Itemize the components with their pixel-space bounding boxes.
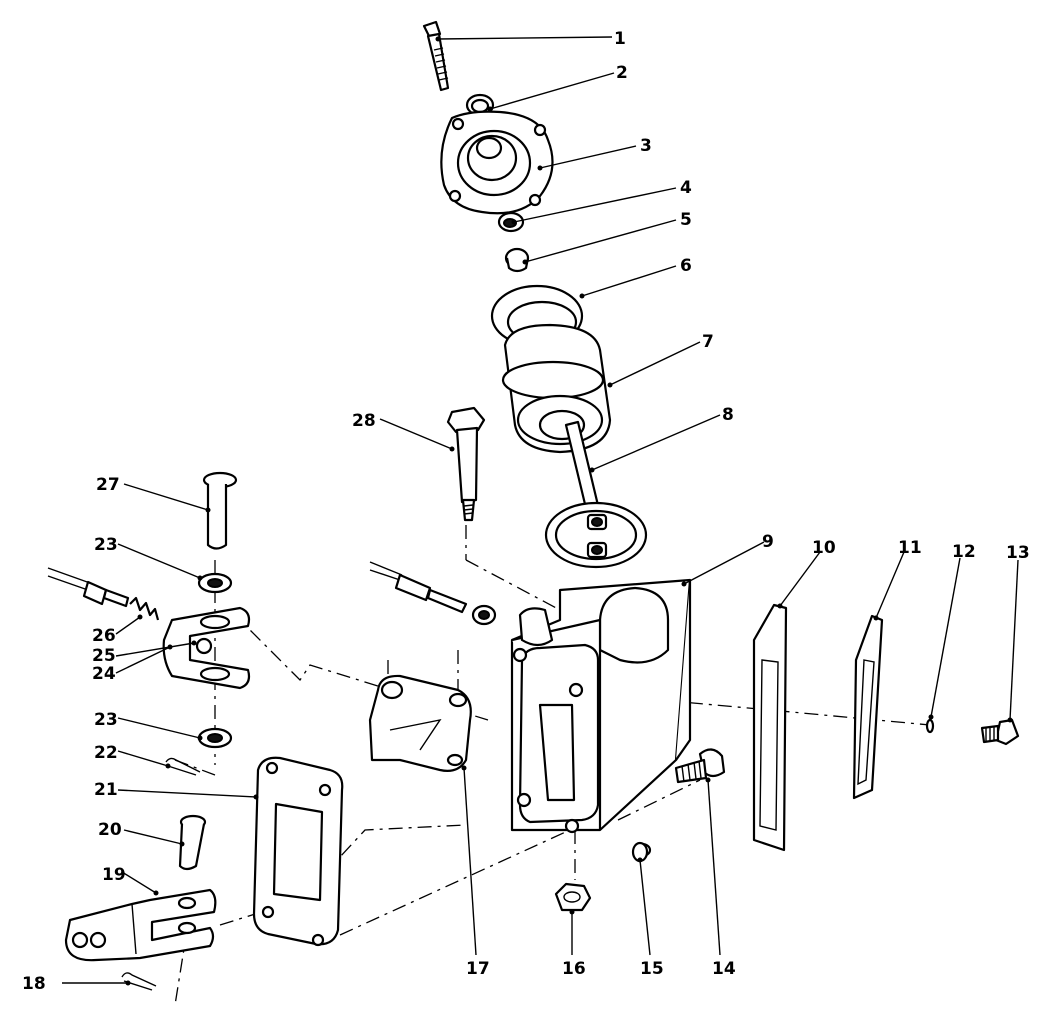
part-10-gasket	[752, 603, 788, 852]
part-12-lock-washer	[925, 718, 935, 734]
callout-12: 12	[952, 542, 976, 562]
part-21-gasket	[252, 756, 344, 947]
callout-21: 21	[94, 780, 118, 800]
cable-assembly-center	[369, 561, 497, 626]
callout-8: 8	[722, 405, 734, 425]
callout-25: 25	[92, 646, 116, 666]
cable-assembly-left	[47, 567, 160, 621]
part-14-cap-screw	[674, 748, 726, 784]
callout-19: 19	[102, 865, 126, 885]
part-3-cover	[440, 110, 554, 215]
callout-5: 5	[680, 210, 692, 230]
part-24-clevis-yoke	[162, 606, 251, 690]
callout-13: 13	[1006, 543, 1030, 563]
part-11-gasket	[852, 614, 884, 800]
part-19-rod-clevis	[64, 888, 217, 962]
part-1-long-bolt	[422, 20, 450, 92]
callout-15: 15	[640, 959, 664, 979]
part-13-hex-bolt	[980, 718, 1020, 746]
leader-lines	[62, 36, 1019, 986]
callout-24: 24	[92, 664, 116, 684]
part-23-washer-upper	[197, 572, 233, 594]
part-9-housing	[510, 578, 692, 858]
callout-17: 17	[466, 959, 490, 979]
callout-14: 14	[712, 959, 736, 979]
callout-7: 7	[702, 332, 714, 352]
callout-11: 11	[898, 538, 922, 558]
callout-18: 18	[22, 974, 46, 994]
callout-23-lower: 23	[94, 710, 118, 730]
part-4-nut	[497, 211, 525, 233]
part-27-clevis-pin	[202, 471, 238, 550]
part-20-pin	[178, 814, 207, 871]
callout-10: 10	[812, 538, 836, 558]
callout-26: 26	[92, 626, 116, 646]
callout-23-upper: 23	[94, 535, 118, 555]
callout-20: 20	[98, 820, 122, 840]
callout-9: 9	[762, 532, 774, 552]
part-8-push-rod	[544, 420, 648, 569]
callout-labels: 1 2 3 4 5 6 7 8 9 10 11 12 13 14 15 16 1…	[22, 29, 1030, 994]
callout-1: 1	[614, 29, 626, 49]
callout-3: 3	[640, 136, 652, 156]
part-28-shoulder-bolt	[446, 406, 486, 522]
part-22-cotter-pin	[165, 757, 201, 776]
callout-2: 2	[616, 63, 628, 83]
part-17-bracket	[368, 674, 472, 772]
callout-6: 6	[680, 256, 692, 276]
part-7-piston	[501, 323, 612, 454]
callout-4: 4	[680, 178, 692, 198]
part-16-hex-nut	[554, 882, 592, 912]
callout-16: 16	[562, 959, 586, 979]
callout-27: 27	[96, 475, 120, 495]
callout-28: 28	[352, 411, 376, 431]
callout-22: 22	[94, 743, 118, 763]
part-23-washer-lower	[197, 727, 233, 749]
